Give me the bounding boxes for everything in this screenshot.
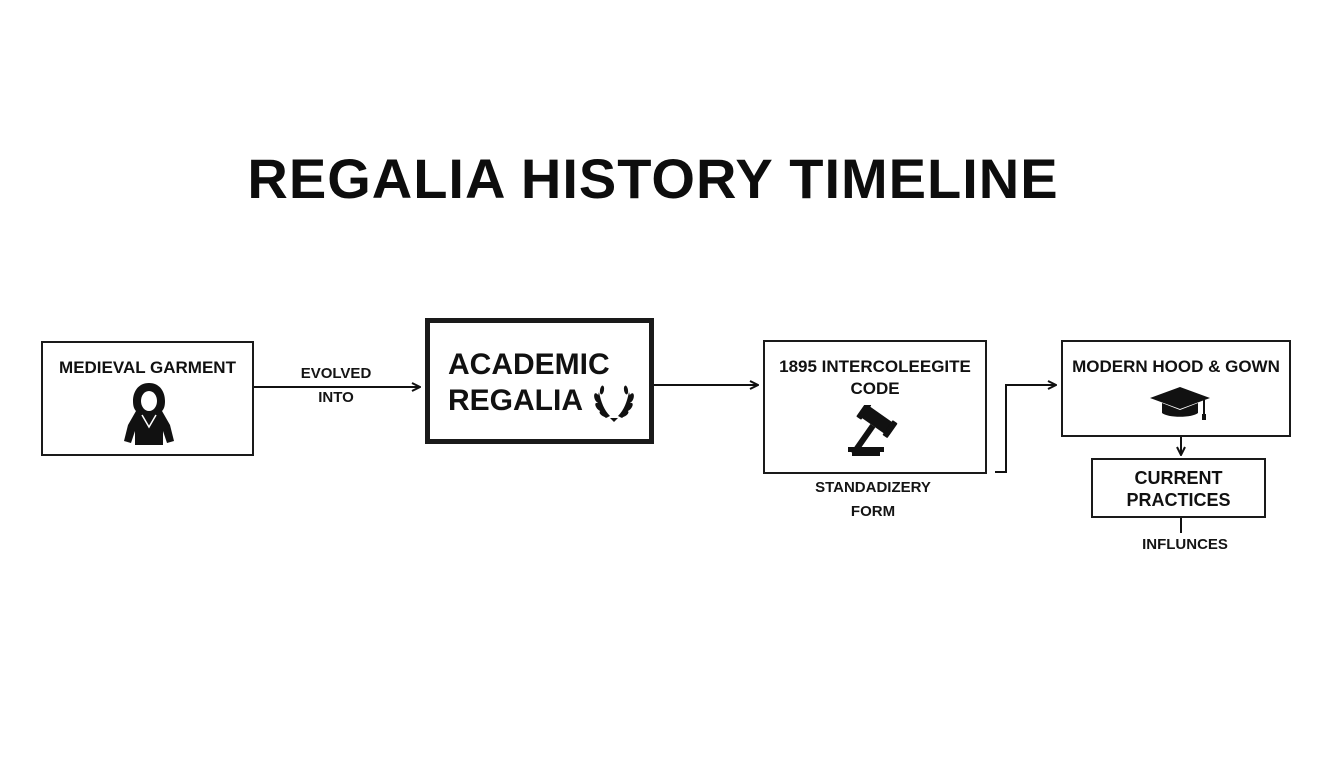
edge-label-standardized-form: STANDADIZERY FORM: [793, 476, 953, 524]
node-academic-regalia-label: ACADEMIC REGALIA: [448, 347, 649, 419]
node-medieval-garment-label: MEDIEVAL GARMENT: [59, 358, 236, 377]
edge-label-standard-line-2: FORM: [850, 503, 896, 520]
node-academic-regalia: ACADEMIC REGALIA: [425, 318, 654, 444]
node-modern-hood-gown-label: MODERN HOOD & GOWN: [1072, 357, 1280, 376]
edge-label-evolved-into: EVOLVED INTO: [286, 362, 386, 410]
laurel-wreath-icon: [594, 385, 634, 422]
code-label-line-1: 1895 INTERCOLEEGITE: [779, 357, 971, 376]
arrow-code-to-modern: [995, 385, 1056, 473]
diagram-title: REGALIA HISTORY TIMELINE: [247, 147, 1059, 210]
node-modern-hood-gown: MODERN HOOD & GOWN: [1061, 340, 1291, 437]
edge-label-evolved-line-1: EVOLVED: [300, 365, 372, 382]
gavel-icon: [848, 405, 898, 456]
node-current-practices: CURRENT PRACTICES: [1091, 458, 1266, 518]
edge-label-standard-line-1: STANDADIZERY: [815, 479, 931, 496]
academic-label-line-2: REGALIA: [448, 384, 583, 417]
graduation-cap-icon: [1150, 387, 1210, 420]
current-label-line-1: CURRENT: [1134, 468, 1223, 488]
node-1895-code-label: 1895 INTERCOLEEGITE CODE: [765, 356, 985, 400]
node-current-practices-label: CURRENT PRACTICES: [1093, 467, 1264, 511]
hooded-robe-icon: [124, 383, 174, 445]
code-label-line-2: CODE: [850, 379, 900, 398]
academic-label-line-1: ACADEMIC: [448, 348, 610, 381]
edge-label-influences: INFLUNCES: [1142, 536, 1228, 553]
current-label-line-2: PRACTICES: [1126, 490, 1231, 510]
edge-label-evolved-line-2: INTO: [318, 389, 354, 406]
